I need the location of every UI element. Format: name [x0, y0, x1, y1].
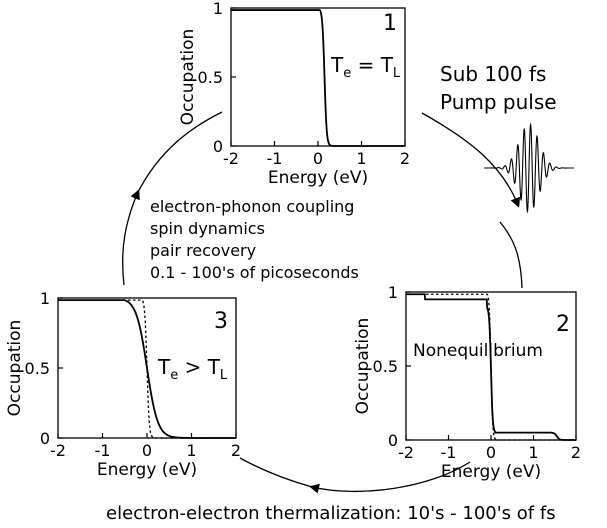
pump-pulse-label-line1: Sub 100 fs [440, 62, 546, 86]
panel-2-number: 2 [556, 312, 570, 337]
cooling-label-spin-dynamics: spin dynamics [150, 219, 265, 238]
panel-3-xtick-label-1: -1 [95, 441, 111, 460]
thermalization-arrow-tail [239, 457, 313, 488]
panel-2-curves [406, 293, 576, 441]
pump-pulse-wave [484, 122, 574, 214]
panel-3-ylabel: Occupation [5, 320, 25, 417]
panel-1-temperature-label: Te = TL [330, 53, 401, 81]
panel-3-ytick-label-2: 1 [40, 289, 50, 308]
panel-3-ytick-label-0: 0 [40, 429, 50, 448]
panel-1-xtick-label-2: 0 [313, 149, 323, 168]
panel-1-number: 1 [383, 11, 397, 36]
panel-2-ytick-label-1: 0.5 [373, 357, 398, 376]
panel-2-ylabel: Occupation [353, 318, 373, 415]
panel-1-xtick-label-0: -2 [223, 149, 239, 168]
panel-2-xtick-label-1: -1 [441, 443, 457, 462]
panel-3-xtick-label-2: 0 [142, 441, 152, 460]
cooling-label-pair-recovery: pair recovery [150, 241, 256, 260]
panel-3-xtick-label-4: 2 [231, 441, 241, 460]
panel-3-curve-equilibrium-dotted-1 [58, 299, 236, 439]
panel-2-ytick-label-2: 1 [388, 283, 398, 302]
panel-1-xtick-label-1: -1 [267, 149, 283, 168]
panel-1-curves [231, 9, 405, 147]
panel-1-ylabel: Occupation [178, 29, 198, 126]
excitation-arrow [421, 112, 521, 208]
panel-2-curve-solid-0 [406, 293, 576, 441]
panel-2-xtick-label-2: 0 [486, 443, 496, 462]
panel-2-xtick-label-3: 1 [528, 443, 538, 462]
panel-3-ytick-label-1: 0.5 [25, 359, 50, 378]
panel-2-xtick-label-4: 2 [571, 443, 581, 462]
panel-3-number: 3 [214, 309, 228, 334]
panel-1-ytick-label-2: 1 [213, 0, 223, 18]
thermalization-label: electron-electron thermalization: 10's -… [106, 503, 556, 524]
panel-1-frame [230, 7, 406, 147]
panel-2-ytick-label-0: 0 [388, 431, 398, 450]
panel-2-xtick-label-0: -2 [398, 443, 414, 462]
panel-3-xtick-label-0: -2 [50, 441, 66, 460]
panel-1-xlabel: Energy (eV) [268, 168, 368, 188]
panel-3-xtick-label-3: 1 [186, 441, 196, 460]
excitation-arrow-lower [499, 221, 523, 289]
pump-pulse-label-line2: Pump pulse [440, 90, 557, 114]
cooling-label-timescale: 0.1 - 100's of picoseconds [150, 263, 359, 282]
cooling-label-electron-phonon: electron-phonon coupling [150, 197, 354, 216]
panel-3-xlabel: Energy (eV) [97, 460, 197, 480]
panel-1-xtick-label-3: 1 [356, 149, 366, 168]
panel-1-xtick-label-4: 2 [400, 149, 410, 168]
panel-1-ytick-label-1: 0.5 [198, 68, 223, 87]
panel-3-temperature-label: Te > TL [157, 355, 228, 383]
thermalization-arrow [309, 461, 471, 494]
panel-2-xlabel: Energy (eV) [441, 462, 541, 482]
panel-1-curve-solid-0 [231, 9, 405, 147]
panel-3-curves [58, 299, 236, 439]
cooling-arrow-upper [137, 111, 223, 193]
cooling-arrow [122, 189, 140, 286]
panel-2-nonequilibrium-label: Nonequilibrium [413, 341, 543, 361]
panel-1-ytick-label-0: 0 [213, 137, 223, 156]
